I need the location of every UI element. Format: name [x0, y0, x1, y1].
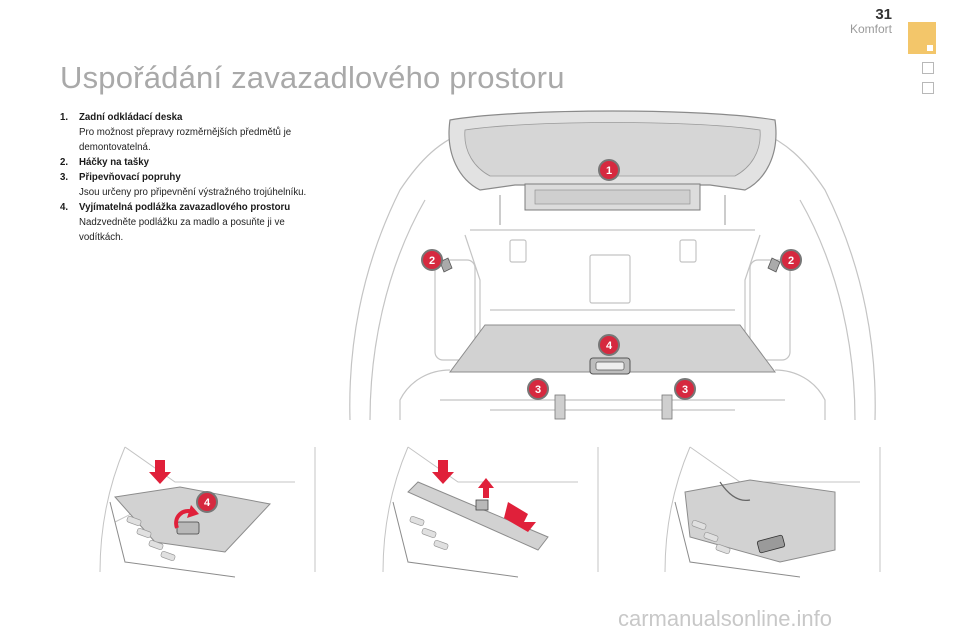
- floor-panel-folded-illustration: [664, 446, 881, 578]
- boot-main-illustration: [349, 110, 876, 421]
- tab-dot-icon: [927, 45, 933, 51]
- arrow-down-icon: [149, 460, 171, 484]
- item-description: Nadzvedněte podlážku za madlo a posuňte …: [79, 217, 285, 243]
- item-description: Pro možnost přepravy rozměrnějších předm…: [79, 127, 292, 153]
- page-number: 31: [875, 6, 892, 23]
- tab-box-icon: [922, 82, 934, 94]
- floor-panel-slide-illustration: [382, 446, 599, 578]
- watermark: carmanualsonline.info: [618, 606, 833, 631]
- section-tab-marker: [908, 22, 936, 54]
- callout-badge: 4: [598, 334, 620, 356]
- floor-panel-lift-illustration: 4: [99, 446, 316, 578]
- callout-badge: 2: [780, 249, 802, 271]
- item-number: 4.: [60, 202, 69, 213]
- callout-badge: 3: [674, 378, 696, 400]
- callout-label: 4: [606, 340, 613, 352]
- arrow-up-icon: [478, 478, 494, 498]
- list-item: 4. Vyjímatelná podlážka zavazadlového pr…: [60, 200, 330, 245]
- callout-badge: 1: [598, 159, 620, 181]
- callout-badge: 3: [527, 378, 549, 400]
- item-number: 1.: [60, 112, 69, 123]
- callout-label: 3: [535, 384, 541, 396]
- item-heading: Zadní odkládací deska: [79, 112, 183, 123]
- tab-box-icon: [922, 62, 934, 74]
- callout-label: 4: [204, 497, 211, 509]
- item-list: 1. Zadní odkládací deska Pro možnost pře…: [60, 110, 330, 245]
- callout-label: 2: [429, 255, 435, 267]
- callout-badge: 2: [421, 249, 443, 271]
- item-heading: Vyjímatelná podlážka zavazadlového prost…: [79, 202, 291, 213]
- arrow-down-icon: [432, 460, 454, 484]
- item-heading: Připevňovací popruhy: [79, 172, 181, 183]
- list-item: 1. Zadní odkládací deska Pro možnost pře…: [60, 110, 330, 155]
- item-description: Jsou určeny pro připevnění výstražného t…: [79, 187, 307, 198]
- item-heading: Háčky na tašky: [79, 157, 150, 168]
- arrow-slide-icon: [504, 502, 536, 532]
- item-number: 2.: [60, 157, 69, 168]
- callout-label: 3: [682, 384, 688, 396]
- list-item: 2. Háčky na tašky: [60, 155, 330, 170]
- item-number: 3.: [60, 172, 69, 183]
- list-item: 3. Připevňovací popruhy Jsou určeny pro …: [60, 170, 330, 200]
- page-title: Uspořádání zavazadlového prostoru: [60, 60, 565, 95]
- callout-label: 2: [788, 255, 794, 267]
- section-label: Komfort: [849, 22, 892, 36]
- callout-label: 1: [606, 165, 612, 177]
